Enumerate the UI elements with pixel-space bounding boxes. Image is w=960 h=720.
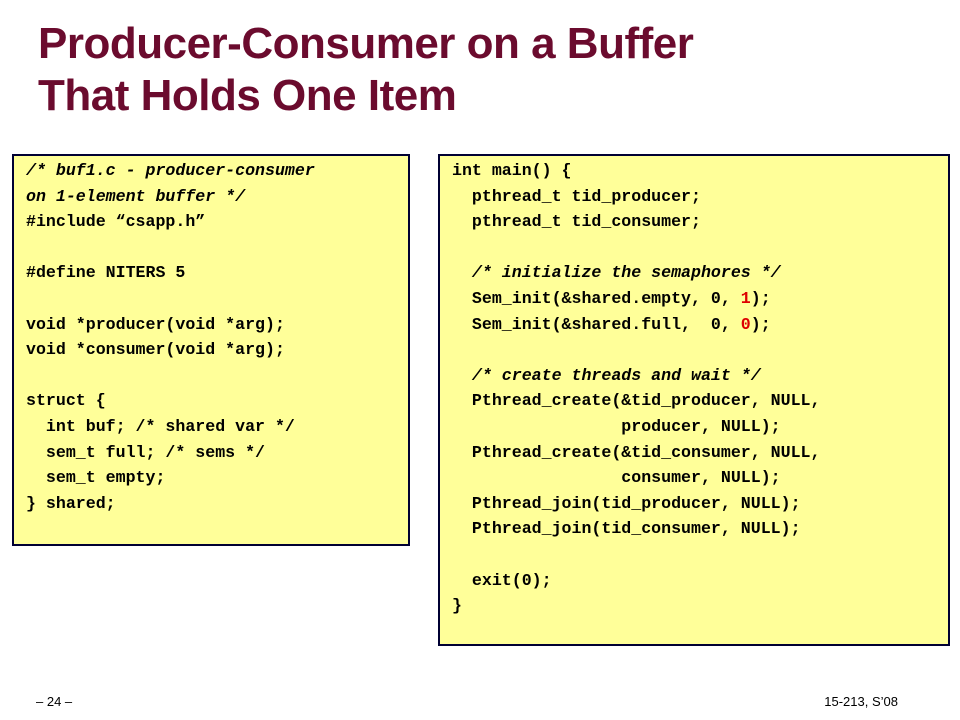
code-line: on 1-element buffer */ bbox=[26, 186, 246, 206]
slide-title-line-1: Producer-Consumer on a Buffer bbox=[38, 19, 694, 68]
code-line: consumer, NULL); bbox=[452, 468, 781, 488]
code-line: int main() { bbox=[452, 161, 572, 180]
code-line: struct { bbox=[26, 391, 106, 411]
code-line bbox=[452, 337, 948, 363]
code-line: int buf; /* shared var */ bbox=[26, 416, 295, 436]
code-comment-line: /* create threads and wait */ bbox=[452, 365, 761, 385]
slide-title-line-2: That Holds One Item bbox=[38, 71, 457, 120]
code-line: #include “csapp.h” bbox=[26, 212, 206, 232]
code-line: exit(0); bbox=[452, 570, 552, 590]
code-segment: Sem_init(&shared.empty, 0, bbox=[452, 288, 741, 308]
course-label: 15-213, S’08 bbox=[824, 694, 898, 709]
code-line: } bbox=[452, 596, 462, 616]
code-line: void *consumer(void *arg); bbox=[26, 340, 285, 360]
code-line bbox=[26, 286, 408, 312]
highlighted-value: 0 bbox=[740, 314, 751, 334]
code-line: #define NITERS 5 bbox=[26, 263, 186, 283]
code-line: pthread_t tid_producer; bbox=[452, 186, 701, 206]
code-line: Pthread_create(&tid_consumer, NULL, bbox=[452, 442, 821, 462]
code-line: producer, NULL); bbox=[452, 416, 781, 436]
code-line: } shared; bbox=[26, 493, 116, 513]
page-number: – 24 – bbox=[36, 694, 73, 709]
code-line: Pthread_join(tid_producer, NULL); bbox=[452, 493, 801, 513]
code-line: sem_t full; /* sems */ bbox=[26, 442, 265, 462]
code-line bbox=[26, 235, 408, 261]
code-segment: ); bbox=[750, 314, 771, 334]
code-segment: Sem_init(&shared.full, 0, bbox=[452, 314, 741, 334]
code-line: Pthread_join(tid_consumer, NULL); bbox=[452, 519, 801, 539]
right-code-box: int main() { pthread_t tid_producer; pth… bbox=[438, 154, 950, 646]
code-comment-line: /* initialize the semaphores */ bbox=[452, 263, 781, 283]
left-code-box: /* buf1.c - producer-consumer on 1-eleme… bbox=[12, 154, 410, 546]
slide-title: Producer-Consumer on a Buffer That Holds… bbox=[38, 18, 938, 122]
code-line: Sem_init(&shared.full, 0, 0); bbox=[452, 312, 948, 338]
code-line: /* buf1.c - producer-consumer bbox=[26, 161, 315, 180]
code-line bbox=[452, 542, 948, 568]
code-line: sem_t empty; bbox=[26, 468, 166, 488]
code-line: Sem_init(&shared.empty, 0, 1); bbox=[452, 286, 948, 312]
code-segment: ); bbox=[750, 288, 771, 308]
code-line: void *producer(void *arg); bbox=[26, 314, 285, 334]
highlighted-value: 1 bbox=[740, 288, 751, 308]
code-line: pthread_t tid_consumer; bbox=[452, 212, 701, 232]
code-line: Pthread_create(&tid_producer, NULL, bbox=[452, 391, 821, 411]
code-line bbox=[26, 363, 408, 389]
code-line bbox=[452, 235, 948, 261]
